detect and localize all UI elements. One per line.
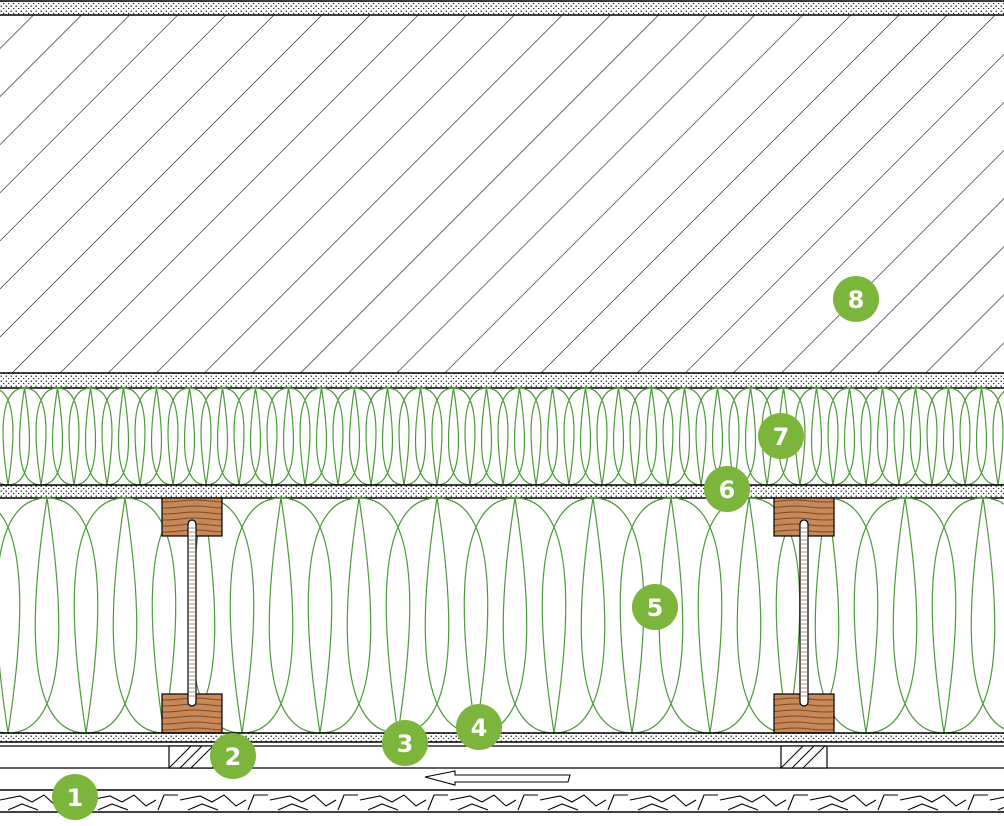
callout-4-label: 4 — [471, 714, 488, 742]
callouts: 1 2 3 4 5 6 7 8 — [52, 276, 879, 820]
callout-3: 3 — [382, 720, 428, 766]
membrane-layers — [0, 732, 1004, 747]
callout-2: 2 — [210, 733, 256, 779]
callout-6: 6 — [704, 466, 750, 512]
cladding-layer — [0, 789, 1004, 813]
i-joist-1 — [161, 497, 223, 734]
masonry-layer — [0, 0, 1004, 373]
callout-5-label: 5 — [647, 594, 664, 622]
callout-5: 5 — [632, 584, 678, 630]
callout-1-label: 1 — [67, 784, 84, 812]
board-layer-upper — [0, 372, 1004, 389]
batten-left — [168, 745, 214, 769]
insulation-layer-5 — [0, 497, 1004, 734]
airflow-arrow-icon — [424, 770, 571, 786]
callout-8: 8 — [833, 276, 879, 322]
callout-7: 7 — [758, 413, 804, 459]
insulation-layer-7 — [0, 387, 1004, 486]
board-layer-6 — [0, 484, 1004, 499]
callout-3-label: 3 — [397, 730, 414, 758]
i-joist-2 — [773, 497, 835, 734]
callout-7-label: 7 — [773, 423, 790, 451]
batten-right — [780, 745, 828, 769]
batten-layer — [0, 745, 1004, 769]
callout-6-label: 6 — [719, 476, 736, 504]
callout-2-label: 2 — [225, 743, 242, 771]
timber-i-joists — [161, 497, 835, 734]
callout-1: 1 — [52, 774, 98, 820]
callout-4: 4 — [456, 704, 502, 750]
callout-8-label: 8 — [848, 286, 865, 314]
